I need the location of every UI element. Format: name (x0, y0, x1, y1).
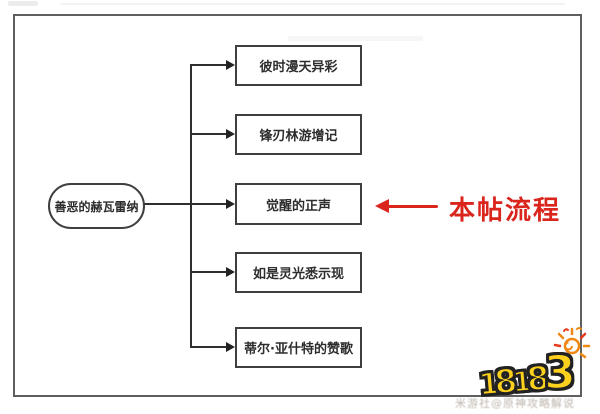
quest-node-5: 蒂尔·亚什特的赞歌 (235, 327, 362, 368)
connector-branch-5 (190, 346, 228, 348)
arrowhead-icon (226, 199, 235, 209)
sun-doodle-icon (553, 327, 591, 359)
connector-branch-2 (190, 133, 228, 135)
crop-artifact (8, 1, 38, 6)
crop-artifact (60, 3, 565, 5)
annotation-label: 本帖流程 (449, 196, 562, 226)
connector-branch-4 (190, 271, 228, 273)
quest-node-3-highlighted: 觉醒的正声 (235, 183, 362, 225)
arrowhead-icon (226, 129, 235, 139)
logo-digit: 3 (543, 344, 573, 400)
watermark-text: 米游社@原神攻略解说 (455, 397, 575, 410)
quest-node-1: 彼时漫天异彩 (235, 45, 362, 86)
quest-label-1: 彼时漫天异彩 (259, 60, 338, 75)
red-left-arrow-icon (375, 199, 389, 213)
quest-label-4: 如是灵光悉示现 (252, 267, 344, 282)
quest-label-2: 锋刃林游增记 (259, 129, 338, 144)
quest-label-5: 蒂尔·亚什特的赞歌 (244, 342, 353, 357)
quest-label-3: 觉醒的正声 (265, 198, 331, 214)
root-quest-label: 善恶的赫瓦雷纳 (54, 199, 139, 214)
root-quest-node: 善恶的赫瓦雷纳 (48, 183, 145, 229)
connector-trunk (190, 64, 192, 348)
quest-node-4: 如是灵光悉示现 (235, 252, 362, 293)
diagram-frame (13, 14, 582, 397)
arrowhead-icon (226, 60, 235, 70)
red-arrow-shaft (388, 205, 438, 208)
arrowhead-icon (226, 267, 235, 277)
crop-artifact (288, 36, 423, 41)
connector-branch-1 (190, 64, 228, 66)
quest-node-2: 锋刃林游增记 (235, 114, 362, 155)
connector-branch-3 (143, 203, 228, 205)
arrowhead-icon (226, 342, 235, 352)
